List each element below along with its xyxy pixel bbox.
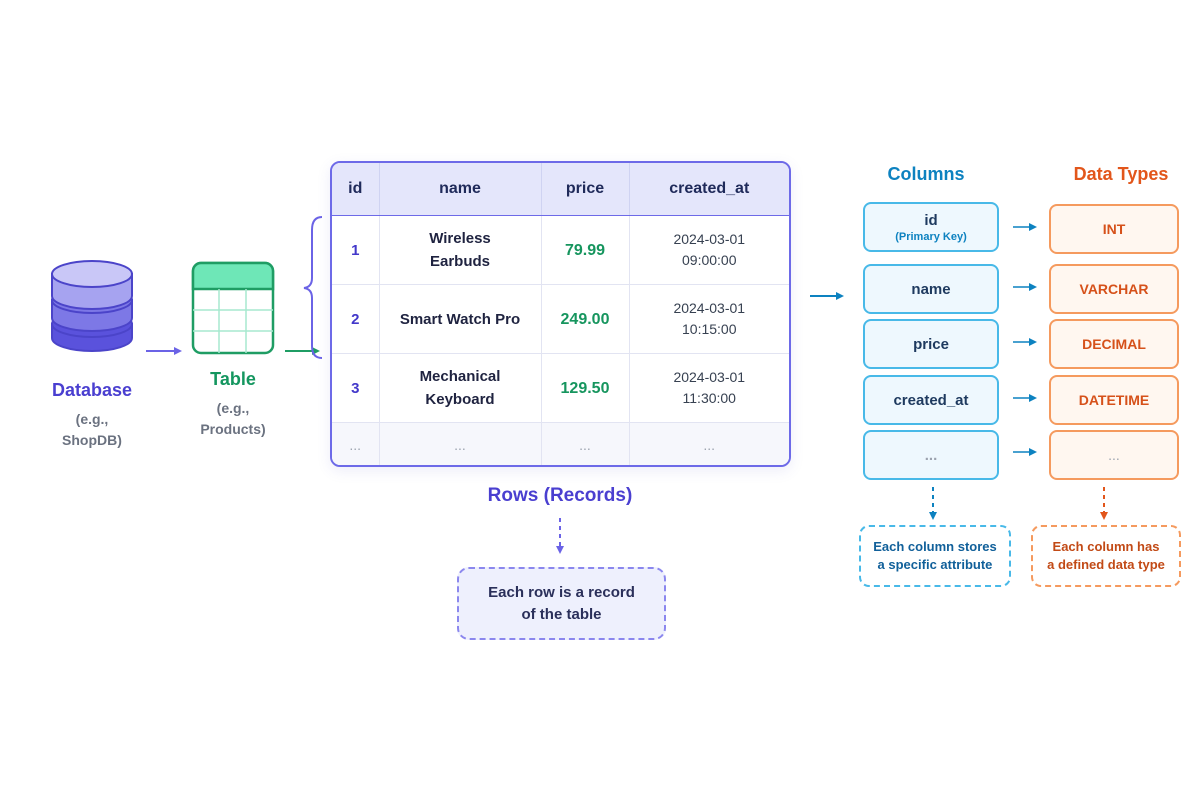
cell-price: 249.00 (541, 284, 630, 354)
records-table: id name price created_at 1 Wireless Earb… (330, 161, 791, 467)
columns-note: Each column stores a specific attribute (859, 525, 1011, 587)
data-types-note: Each column has a defined data type (1031, 525, 1181, 587)
header-price: price (541, 163, 630, 216)
cell-created-at: 2024-03-01 10:15:00 (629, 284, 789, 354)
database-title: Database (51, 380, 133, 400)
type-box-datetime: DATETIME (1049, 375, 1179, 425)
table-icon (191, 261, 275, 355)
cell-created-at: 2024-03-01 11:30:00 (629, 353, 789, 423)
table-row: 3 Mechanical Keyboard 129.50 2024-03-01 … (332, 353, 789, 423)
cell-ellipsis: ... (332, 422, 380, 465)
database-subtitle: (e.g., ShopDB) (62, 411, 122, 448)
cell-price: 129.50 (541, 353, 630, 423)
type-box-int: INT (1049, 204, 1179, 254)
rows-brace (303, 216, 323, 359)
cell-id: 2 (332, 284, 380, 354)
table-header-row: id name price created_at (332, 163, 789, 216)
column-box-ellipsis: ... (863, 430, 999, 480)
cell-created-at: 2024-03-01 09:00:00 (629, 215, 789, 285)
column-box-id: id (Primary Key) (863, 202, 999, 252)
columns-title: Columns (887, 164, 965, 184)
table-title: Table (210, 369, 256, 389)
rows-records-label: Rows (Records) (487, 485, 633, 506)
cell-ellipsis: ... (629, 422, 789, 465)
cell-name: Smart Watch Pro (379, 284, 542, 354)
cell-id: 3 (332, 353, 380, 423)
table-row: 2 Smart Watch Pro 249.00 2024-03-01 10:1… (332, 284, 789, 354)
table-row: 1 Wireless Earbuds 79.99 2024-03-01 09:0… (332, 215, 789, 285)
cell-name: Mechanical Keyboard (379, 353, 542, 423)
header-name: name (379, 163, 542, 216)
data-types-title: Data Types (1073, 164, 1169, 184)
column-box-created-at: created_at (863, 375, 999, 425)
cell-price: 79.99 (541, 215, 630, 285)
rows-note: Each row is a record of the table (457, 567, 666, 640)
type-box-decimal: DECIMAL (1049, 319, 1179, 369)
cell-ellipsis: ... (379, 422, 542, 465)
column-box-price: price (863, 319, 999, 369)
column-box-name: name (863, 264, 999, 314)
type-box-varchar: VARCHAR (1049, 264, 1179, 314)
header-created-at: created_at (629, 163, 789, 216)
cell-id: 1 (332, 215, 380, 285)
database-icon (51, 260, 133, 352)
header-id: id (332, 163, 380, 216)
cell-name: Wireless Earbuds (379, 215, 542, 285)
cell-ellipsis: ... (541, 422, 630, 465)
table-subtitle: (e.g., Products) (200, 400, 266, 437)
table-row-ellipsis: ... ... ... ... (332, 422, 789, 465)
type-box-ellipsis: ... (1049, 430, 1179, 480)
